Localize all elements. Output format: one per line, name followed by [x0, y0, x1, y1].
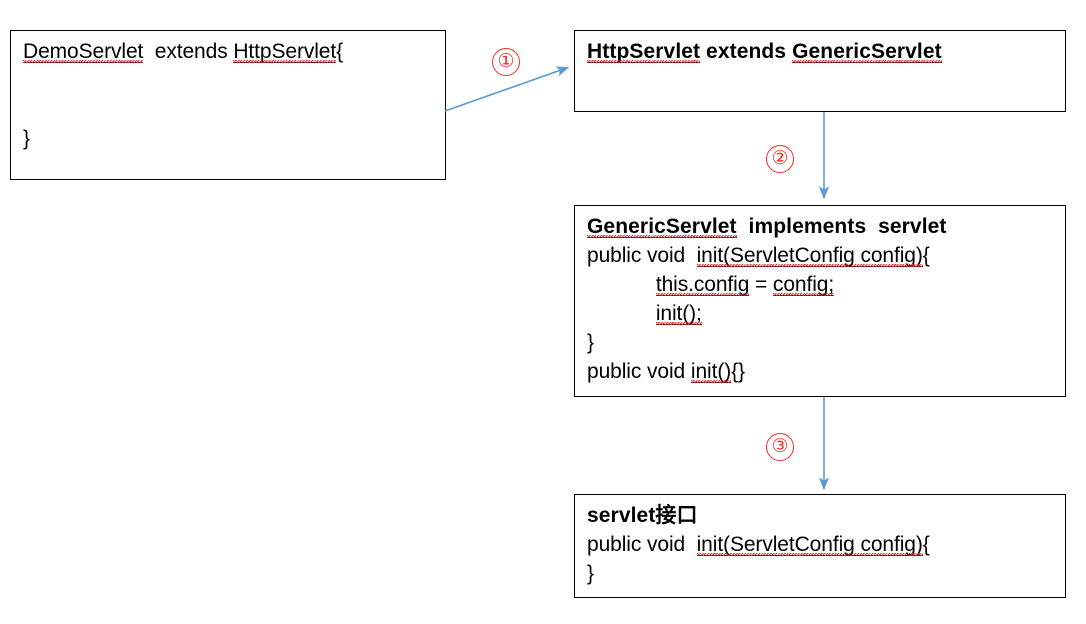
- spellcheck-underlined-text: GenericServlet: [792, 40, 942, 63]
- box-demo-servlet[interactable]: DemoServlet extends HttpServlet{ }: [10, 30, 446, 180]
- code-line: [23, 66, 435, 95]
- spellcheck-underlined-text: init();: [655, 302, 702, 325]
- code-line: [23, 95, 435, 124]
- code-line: init();: [587, 299, 1055, 328]
- code-line: public void init(ServletConfig config){: [587, 244, 930, 267]
- code-line: [587, 66, 1055, 95]
- spellcheck-underlined-text: init(ServletConfig config): [696, 244, 923, 267]
- box-generic-servlet[interactable]: GenericServlet implements servlet public …: [574, 205, 1066, 397]
- code-line: this.config = config;: [655, 273, 835, 296]
- spellcheck-underlined-text: config;: [772, 273, 835, 296]
- spellcheck-underlined-text: HttpServlet: [587, 40, 701, 63]
- marker-1-circled-number: ①: [492, 48, 520, 76]
- code-line: HttpServlet extends GenericServlet: [587, 40, 942, 63]
- code-line: DemoServlet extends HttpServlet{: [23, 40, 344, 63]
- code-line: public void init(ServletConfig config){: [587, 533, 930, 556]
- marker-3-circled-number: ③: [766, 433, 794, 461]
- code-line: }: [587, 562, 594, 585]
- code-line: servlet接口: [587, 504, 698, 527]
- spellcheck-underlined-text: HttpServlet: [233, 40, 337, 63]
- code-line: GenericServlet implements servlet: [587, 215, 947, 238]
- code-line: public void init(){}: [587, 360, 745, 383]
- code-line: }: [23, 127, 30, 150]
- box-http-servlet[interactable]: HttpServlet extends GenericServlet: [574, 30, 1066, 112]
- marker-2-circled-number: ②: [766, 145, 794, 173]
- arrow-generic-to-interface: [818, 397, 830, 491]
- spellcheck-underlined-text: GenericServlet: [587, 215, 737, 238]
- spellcheck-underlined-text: this.config: [655, 273, 750, 296]
- spellcheck-underlined-text: DemoServlet: [23, 40, 144, 63]
- box-servlet-interface[interactable]: servlet接口 public void init(ServletConfig …: [574, 494, 1066, 598]
- arrow-http-to-generic: [818, 112, 830, 200]
- spellcheck-underlined-text: init(): [690, 360, 732, 383]
- code-line: }: [587, 331, 594, 354]
- spellcheck-underlined-text: init(ServletConfig config): [696, 533, 923, 556]
